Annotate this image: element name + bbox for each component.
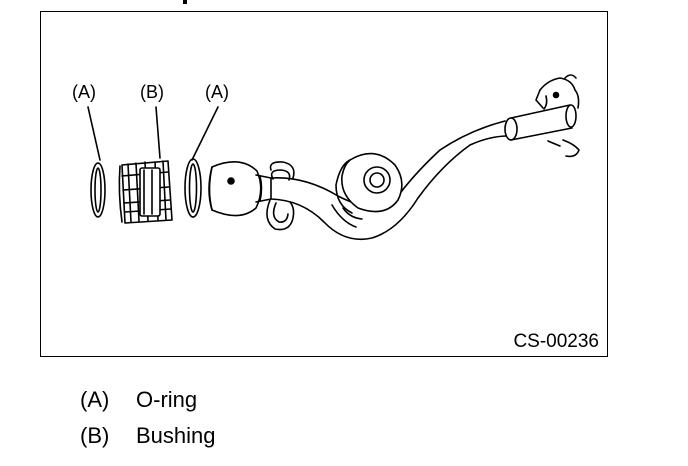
o-ring-right bbox=[184, 158, 202, 218]
figure-frame: CS-00236 bbox=[40, 11, 608, 357]
mounting-flange bbox=[535, 74, 580, 158]
callout-a-left: (A) bbox=[72, 82, 96, 102]
legend-item: (A) O-ring bbox=[80, 389, 197, 411]
legend-key: (B) bbox=[80, 423, 110, 448]
leader-line-a-left bbox=[87, 106, 101, 161]
figure-code: CS-00236 bbox=[513, 331, 599, 352]
leader-line-a-right bbox=[191, 106, 219, 161]
legend-item: (B) Bushing bbox=[80, 425, 216, 447]
callout-b: (B) bbox=[140, 82, 164, 102]
ball-joint-head bbox=[208, 161, 272, 217]
o-ring-left bbox=[90, 162, 106, 218]
legend-key: (A) bbox=[80, 387, 110, 412]
leader-line-b bbox=[155, 106, 161, 159]
bushing bbox=[118, 160, 173, 224]
legend-label: Bushing bbox=[136, 423, 216, 448]
top-edge-mark bbox=[183, 0, 187, 4]
pivot-boss bbox=[335, 152, 403, 220]
callout-a-right: (A) bbox=[205, 82, 229, 102]
retaining-clip bbox=[266, 161, 295, 231]
legend-label: O-ring bbox=[136, 387, 198, 412]
pipe-end bbox=[504, 104, 577, 141]
